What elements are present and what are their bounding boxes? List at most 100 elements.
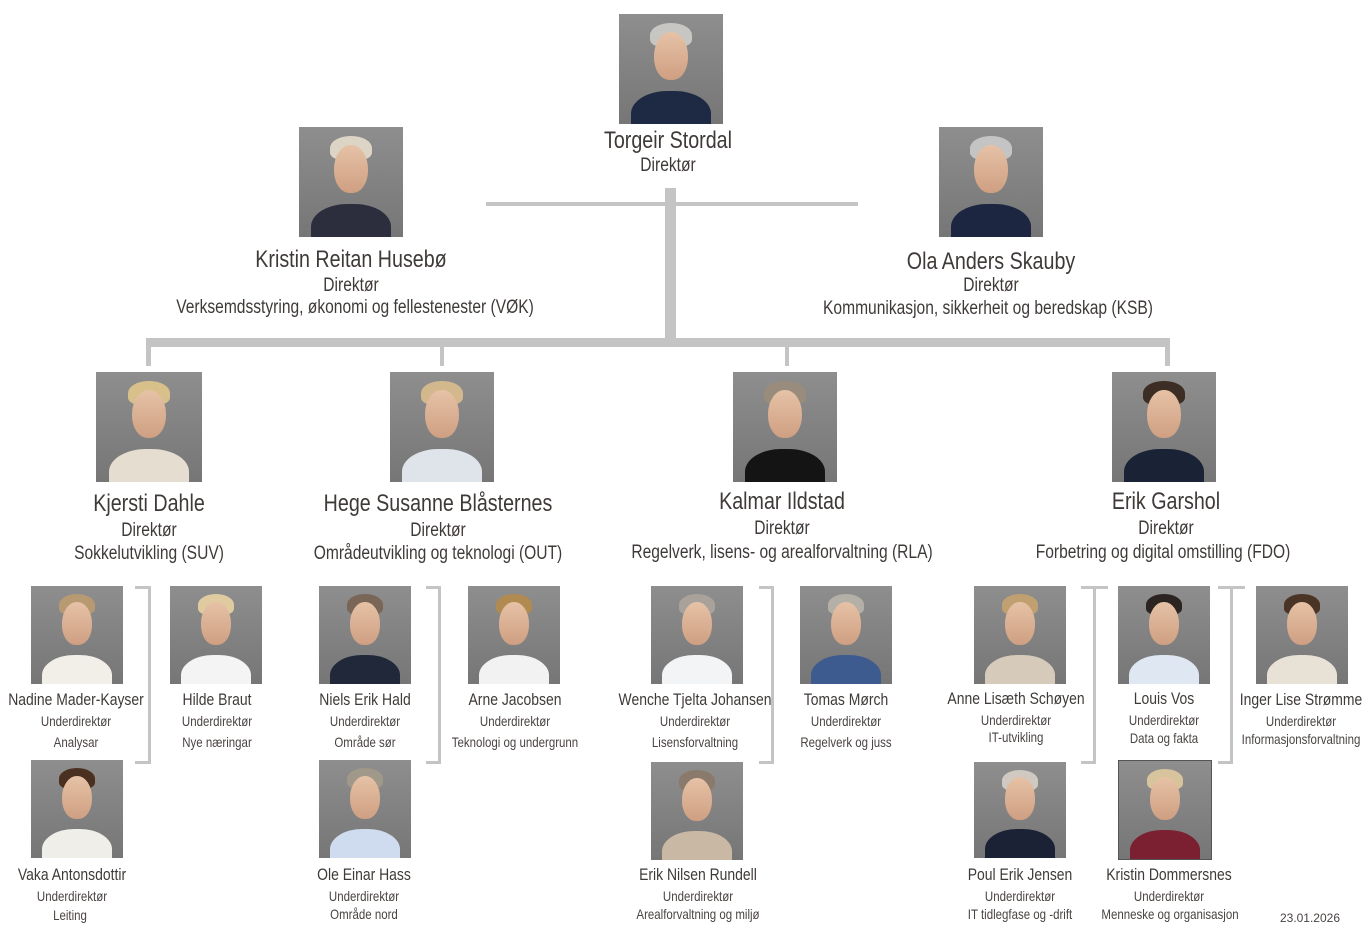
division-name-rla: Kalmar Ildstad: [719, 488, 845, 515]
sub-photo: [974, 762, 1066, 858]
bracket-fdo-1-top: [1081, 586, 1108, 589]
sub-dept: Regelverk og juss: [800, 734, 892, 750]
sub-title: Underdirektør: [659, 713, 731, 729]
sub-name: Wenche Tjelta Johansen: [618, 690, 772, 709]
connector-drop-suv: [146, 340, 151, 366]
sub-dept: Leiting: [53, 907, 87, 923]
bracket-suv-top: [135, 586, 149, 589]
division-photo-suv: [96, 372, 202, 482]
sub-title: Underdirektør: [40, 713, 112, 729]
bracket-out: [438, 586, 441, 764]
sub-title: Underdirektør: [1265, 713, 1337, 729]
sub-title: Underdirektør: [181, 713, 253, 729]
date-label: 23.01.2026: [1279, 911, 1340, 925]
director-photo: [619, 14, 723, 124]
sub-title: Underdirektør: [479, 713, 551, 729]
director-name: Torgeir Stordal: [604, 127, 732, 154]
bracket-suv-bottom: [135, 761, 149, 764]
sub-name: Hilde Braut: [182, 690, 252, 709]
staff-photo-vok: [299, 127, 403, 237]
sub-photo: [651, 586, 743, 684]
sub-photo: [651, 762, 743, 860]
division-dept-suv: Sokkelutvikling (SUV): [74, 543, 224, 564]
staff-title-vok: Direktør: [323, 275, 379, 296]
staff-dept-vok: Verksemdsstyring, økonomi og fellestenes…: [176, 297, 534, 318]
sub-name: Poul Erik Jensen: [967, 865, 1073, 884]
staff-name-vok: Kristin Reitan Husebø: [255, 246, 447, 273]
connector-division-bar: [146, 338, 1170, 347]
sub-dept: Arealforvaltning og miljø: [636, 906, 760, 922]
division-name-suv: Kjersti Dahle: [93, 490, 205, 517]
sub-photo: [31, 586, 123, 684]
sub-name: Kristin Dommersnes: [1106, 865, 1232, 884]
bracket-fdo-2-bottom: [1218, 761, 1232, 764]
sub-name: Arne Jacobsen: [468, 690, 562, 709]
sub-name: Ole Einar Hass: [317, 865, 411, 884]
sub-name: Anne Lisæth Schøyen: [947, 689, 1085, 708]
staff-title-ksb: Direktør: [963, 275, 1019, 296]
division-name-out: Hege Susanne Blåsternes: [323, 490, 553, 517]
connector-drop-fdo: [1165, 340, 1170, 366]
bracket-rla: [771, 586, 774, 764]
bracket-fdo-2: [1230, 586, 1233, 764]
sub-photo: [974, 586, 1066, 684]
division-title-out: Direktør: [410, 520, 466, 541]
sub-photo: [1118, 760, 1212, 860]
sub-dept: Informasjonsforvaltning: [1241, 731, 1361, 747]
division-dept-rla: Regelverk, lisens- og arealforvaltning (…: [631, 542, 933, 563]
division-dept-fdo: Forbetring og digital omstilling (FDO): [1035, 542, 1291, 563]
connector-drop-out: [440, 340, 444, 366]
sub-title: Underdirektør: [984, 888, 1056, 904]
sub-photo: [1118, 586, 1210, 684]
sub-title: Underdirektør: [36, 888, 108, 904]
sub-dept: Menneske og organisasjon: [1101, 906, 1239, 922]
sub-title: Underdirektør: [980, 712, 1052, 728]
sub-dept: IT-utvikling: [988, 729, 1044, 745]
division-title-rla: Direktør: [754, 518, 810, 539]
sub-name: Niels Erik Hald: [319, 690, 411, 709]
staff-photo-ksb: [939, 127, 1043, 237]
staff-dept-ksb: Kommunikasjon, sikkerheit og beredskap (…: [823, 298, 1153, 319]
bracket-rla-top: [759, 586, 773, 589]
sub-dept: IT tidlegfase og -drift: [967, 906, 1073, 922]
bracket-rla-bottom: [759, 761, 773, 764]
division-photo-out: [390, 372, 494, 482]
sub-title: Underdirektør: [810, 713, 882, 729]
division-photo-fdo: [1112, 372, 1216, 482]
bracket-out-top: [426, 586, 440, 589]
sub-photo: [1256, 586, 1348, 684]
sub-dept: Teknologi og undergrunn: [451, 734, 579, 750]
sub-photo: [170, 586, 262, 684]
sub-title: Underdirektør: [1133, 888, 1205, 904]
bracket-fdo-1: [1093, 586, 1096, 764]
sub-photo: [31, 760, 123, 858]
sub-name: Louis Vos: [1133, 689, 1195, 708]
sub-dept: Data og fakta: [1129, 730, 1199, 746]
sub-photo: [319, 760, 411, 858]
division-title-suv: Direktør: [121, 520, 177, 541]
bracket-suv: [148, 586, 151, 764]
division-name-fdo: Erik Garshol: [1111, 488, 1221, 515]
sub-photo: [468, 586, 560, 684]
division-dept-out: Områdeutvikling og teknologi (OUT): [313, 543, 563, 564]
sub-dept: Nye næringar: [182, 734, 252, 750]
sub-title: Underdirektør: [1128, 712, 1200, 728]
sub-title: Underdirektør: [328, 888, 400, 904]
sub-name: Tomas Mørch: [803, 690, 889, 709]
connector-staff-line: [486, 202, 858, 206]
sub-dept: Lisensforvaltning: [651, 734, 739, 750]
bracket-fdo-1-bottom: [1081, 761, 1095, 764]
sub-title: Underdirektør: [329, 713, 401, 729]
director-title: Direktør: [640, 155, 696, 176]
bracket-fdo-2-top: [1218, 586, 1245, 589]
sub-name: Inger Lise Strømme: [1239, 690, 1363, 709]
sub-photo: [800, 586, 892, 684]
sub-dept: Område sør: [334, 734, 396, 750]
sub-name: Nadine Mader-Kayser: [8, 690, 144, 709]
division-title-fdo: Direktør: [1138, 518, 1194, 539]
sub-name: Vaka Antonsdottir: [17, 865, 127, 884]
sub-dept: Analysar: [53, 734, 99, 750]
staff-name-ksb: Ola Anders Skauby: [906, 248, 1076, 275]
sub-title: Underdirektør: [662, 888, 734, 904]
connector-drop-rla: [785, 340, 789, 366]
